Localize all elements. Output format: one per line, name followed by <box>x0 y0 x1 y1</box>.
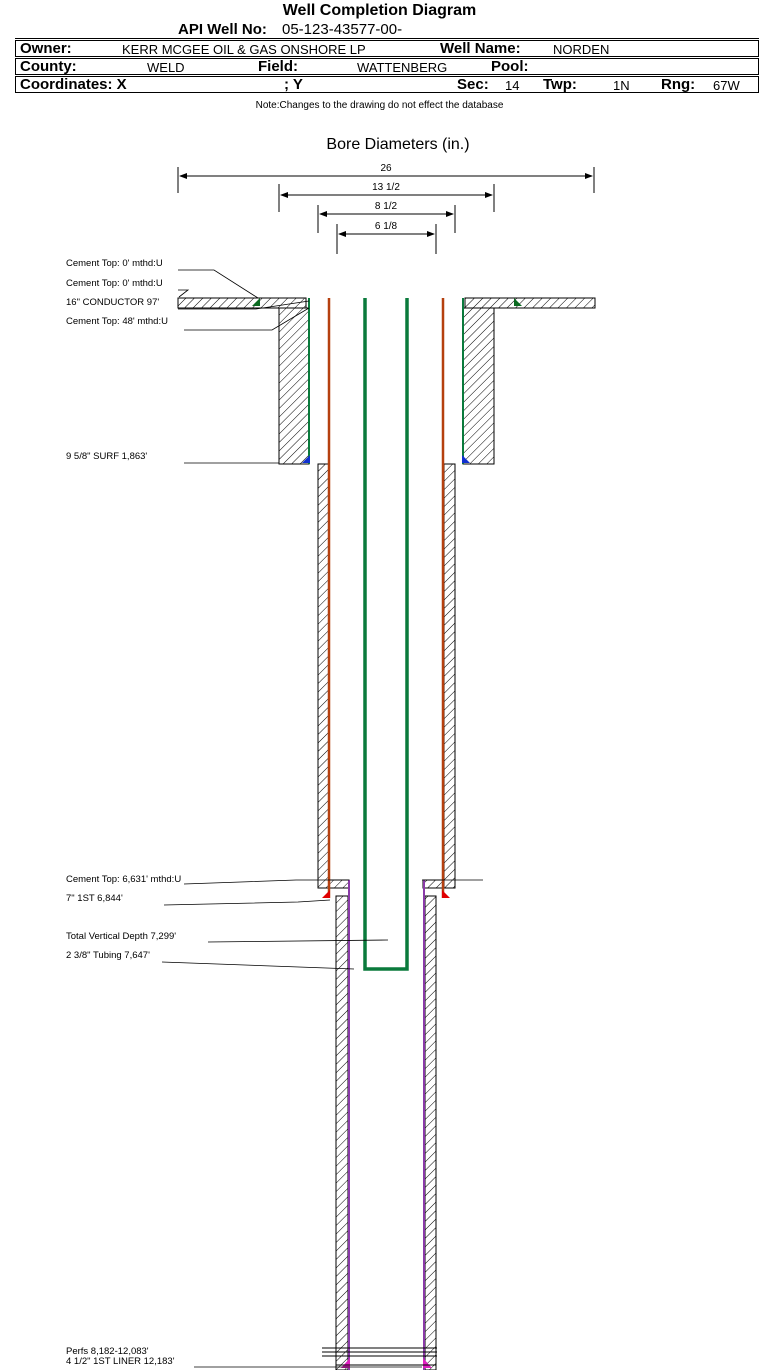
production-cement-right <box>443 463 456 889</box>
owner-label: Owner: <box>20 40 72 57</box>
annotation-text: Cement Top: 0' mthd:U <box>66 258 163 269</box>
api-row: API Well No: 05-123-43577-00- <box>15 21 759 39</box>
bore-dim-6-1-8: 6 1/8 <box>336 221 437 254</box>
field-value: WATTENBERG <box>357 60 448 75</box>
production-cement-bottom-right <box>422 879 445 889</box>
annotation-text: Cement Top: 48' mthd:U <box>66 316 168 327</box>
annotation-text: 7" 1ST 6,844' <box>66 893 123 904</box>
coords-label: Coordinates: X <box>20 76 127 93</box>
bore-dim-13-1-2: 13 1/2 <box>278 182 495 212</box>
bore-dim-label: 6 1/8 <box>375 221 398 232</box>
well-name-value: NORDEN <box>553 42 610 57</box>
production-shoe-left <box>322 890 330 898</box>
rng-label: Rng: <box>661 76 696 93</box>
page-title: Well Completion Diagram <box>282 2 477 19</box>
coords-row: Coordinates: X ; Y Sec: 14 Twp: 1N Rng: … <box>15 76 759 93</box>
perforation-marks <box>322 1347 437 1366</box>
county-value: WELD <box>147 60 185 75</box>
twp-label: Twp: <box>543 76 577 93</box>
owner-value: KERR MCGEE OIL & GAS ONSHORE LP <box>122 42 366 57</box>
county-label: County: <box>20 58 77 75</box>
field-label: Field: <box>258 58 298 75</box>
annotation-text: 16" CONDUCTOR 97' <box>66 297 159 308</box>
surface-cement-left <box>278 307 310 465</box>
bore-dim-8-1-2: 8 1/2 <box>317 201 456 233</box>
annotation-text: Cement Top: 6,631' mthd:U <box>66 874 181 885</box>
production-cement-bottom-left <box>328 879 350 889</box>
tubing <box>363 298 409 971</box>
owner-row: Owner: KERR MCGEE OIL & GAS ONSHORE LP W… <box>15 40 759 57</box>
conductor-shoe-left <box>252 298 260 306</box>
twp-value: 1N <box>613 78 630 93</box>
annotation-text: Perfs 8,182-12,083' <box>66 1346 149 1357</box>
y-label: ; Y <box>284 76 303 93</box>
note-text: Note:Changes to the drawing do not effec… <box>255 100 504 111</box>
surface-shoe-left <box>302 455 310 463</box>
pool-label: Pool: <box>491 58 529 75</box>
annotation-text: 9 5/8" SURF 1,863' <box>66 451 147 462</box>
sec-value: 14 <box>505 78 520 93</box>
liner-cement-right <box>424 895 437 1370</box>
production-cement-left <box>317 463 330 889</box>
annotation-text: Total Vertical Depth 7,299' <box>66 931 176 942</box>
conductor-cement-left <box>177 297 307 309</box>
bore-dim-label: 26 <box>380 163 392 174</box>
bore-dim-26: 26 <box>177 163 595 193</box>
conductor-cement-right <box>464 297 596 309</box>
bore-title: Bore Diameters (in.) <box>326 136 469 153</box>
production-shoe-right <box>442 890 450 898</box>
annotation-text: 4 1/2" 1ST LINER 12,183' <box>66 1356 175 1367</box>
bore-dim-label: 8 1/2 <box>375 201 398 212</box>
sec-label: Sec: <box>457 76 489 93</box>
well-name-label: Well Name: <box>440 40 521 57</box>
conductor-shoe-right <box>514 298 522 306</box>
surface-shoe-right <box>462 455 470 463</box>
leader-lines <box>161 269 483 1368</box>
api-value: 05-123-43577-00- <box>282 21 403 38</box>
bore-dim-label: 13 1/2 <box>372 182 400 193</box>
surface-cement-right <box>462 307 495 465</box>
api-label: API Well No: <box>178 21 267 38</box>
liner-cement-left <box>335 895 349 1370</box>
rng-value: 67W <box>713 78 740 93</box>
annotation-text: 2 3/8" Tubing 7,647' <box>66 950 150 961</box>
annotation-text: Cement Top: 0' mthd:U <box>66 278 163 289</box>
